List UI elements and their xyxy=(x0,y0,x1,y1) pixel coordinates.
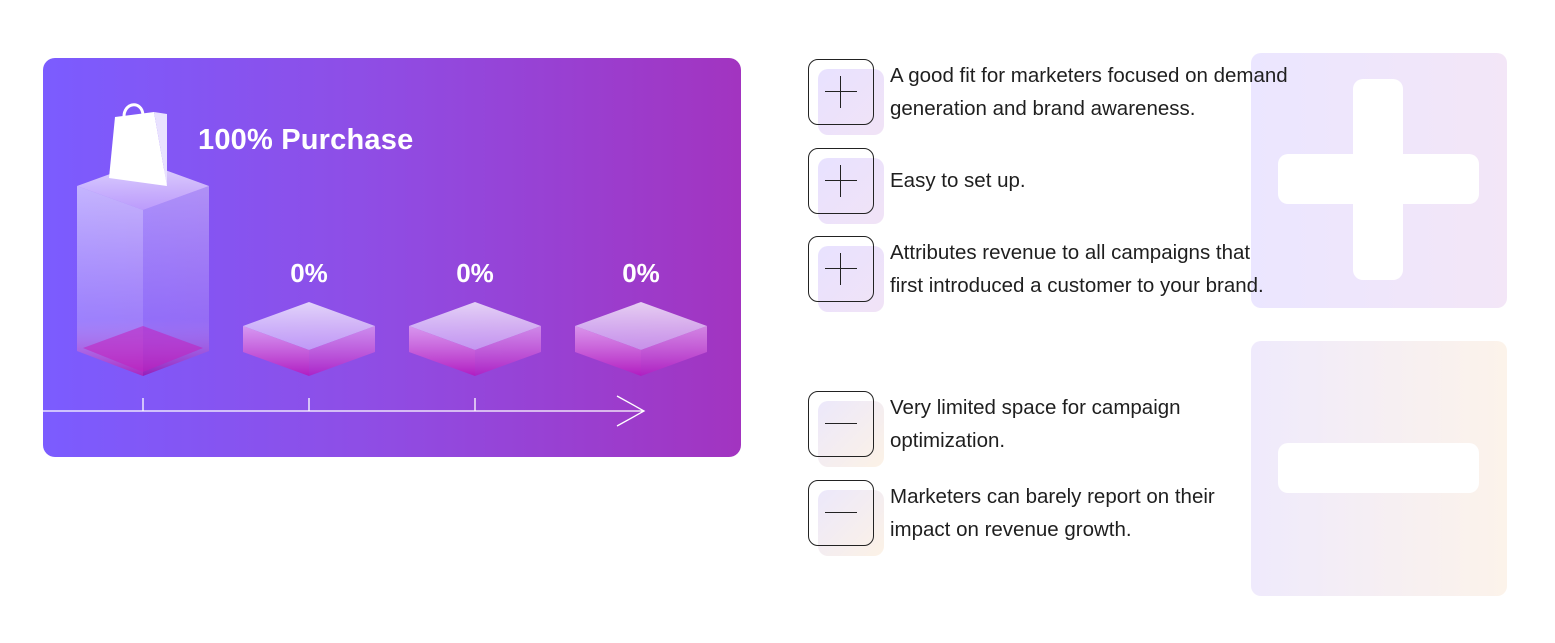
large-plus-icon xyxy=(1251,53,1507,308)
pro-text: Attributes revenue to all campaigns that… xyxy=(890,241,1264,297)
pillar-100 xyxy=(77,162,209,376)
stage-2-percent: 0% xyxy=(290,258,328,288)
large-minus-icon xyxy=(1251,341,1507,596)
slab-3 xyxy=(409,302,541,376)
pro-text: Easy to set up. xyxy=(890,169,1026,192)
shopping-bag-icon xyxy=(109,103,167,186)
minus-icon xyxy=(808,391,884,467)
slab-2 xyxy=(243,302,375,376)
pro-text: A good fit for marketers focused on dema… xyxy=(890,64,1288,120)
stage-blocks-art xyxy=(43,103,707,427)
plus-icon xyxy=(808,148,884,224)
purchase-headline: 100% Purchase xyxy=(198,124,414,156)
minus-icon xyxy=(808,480,884,556)
stage-4-percent: 0% xyxy=(622,258,660,288)
attribution-illustration: 100% Purchase 0% 0% 0% xyxy=(43,58,741,457)
slab-4 xyxy=(575,302,707,376)
plus-icon xyxy=(808,236,884,312)
plus-icon xyxy=(808,59,884,135)
stage-3-percent: 0% xyxy=(456,258,494,288)
timeline-arrow xyxy=(43,395,646,427)
